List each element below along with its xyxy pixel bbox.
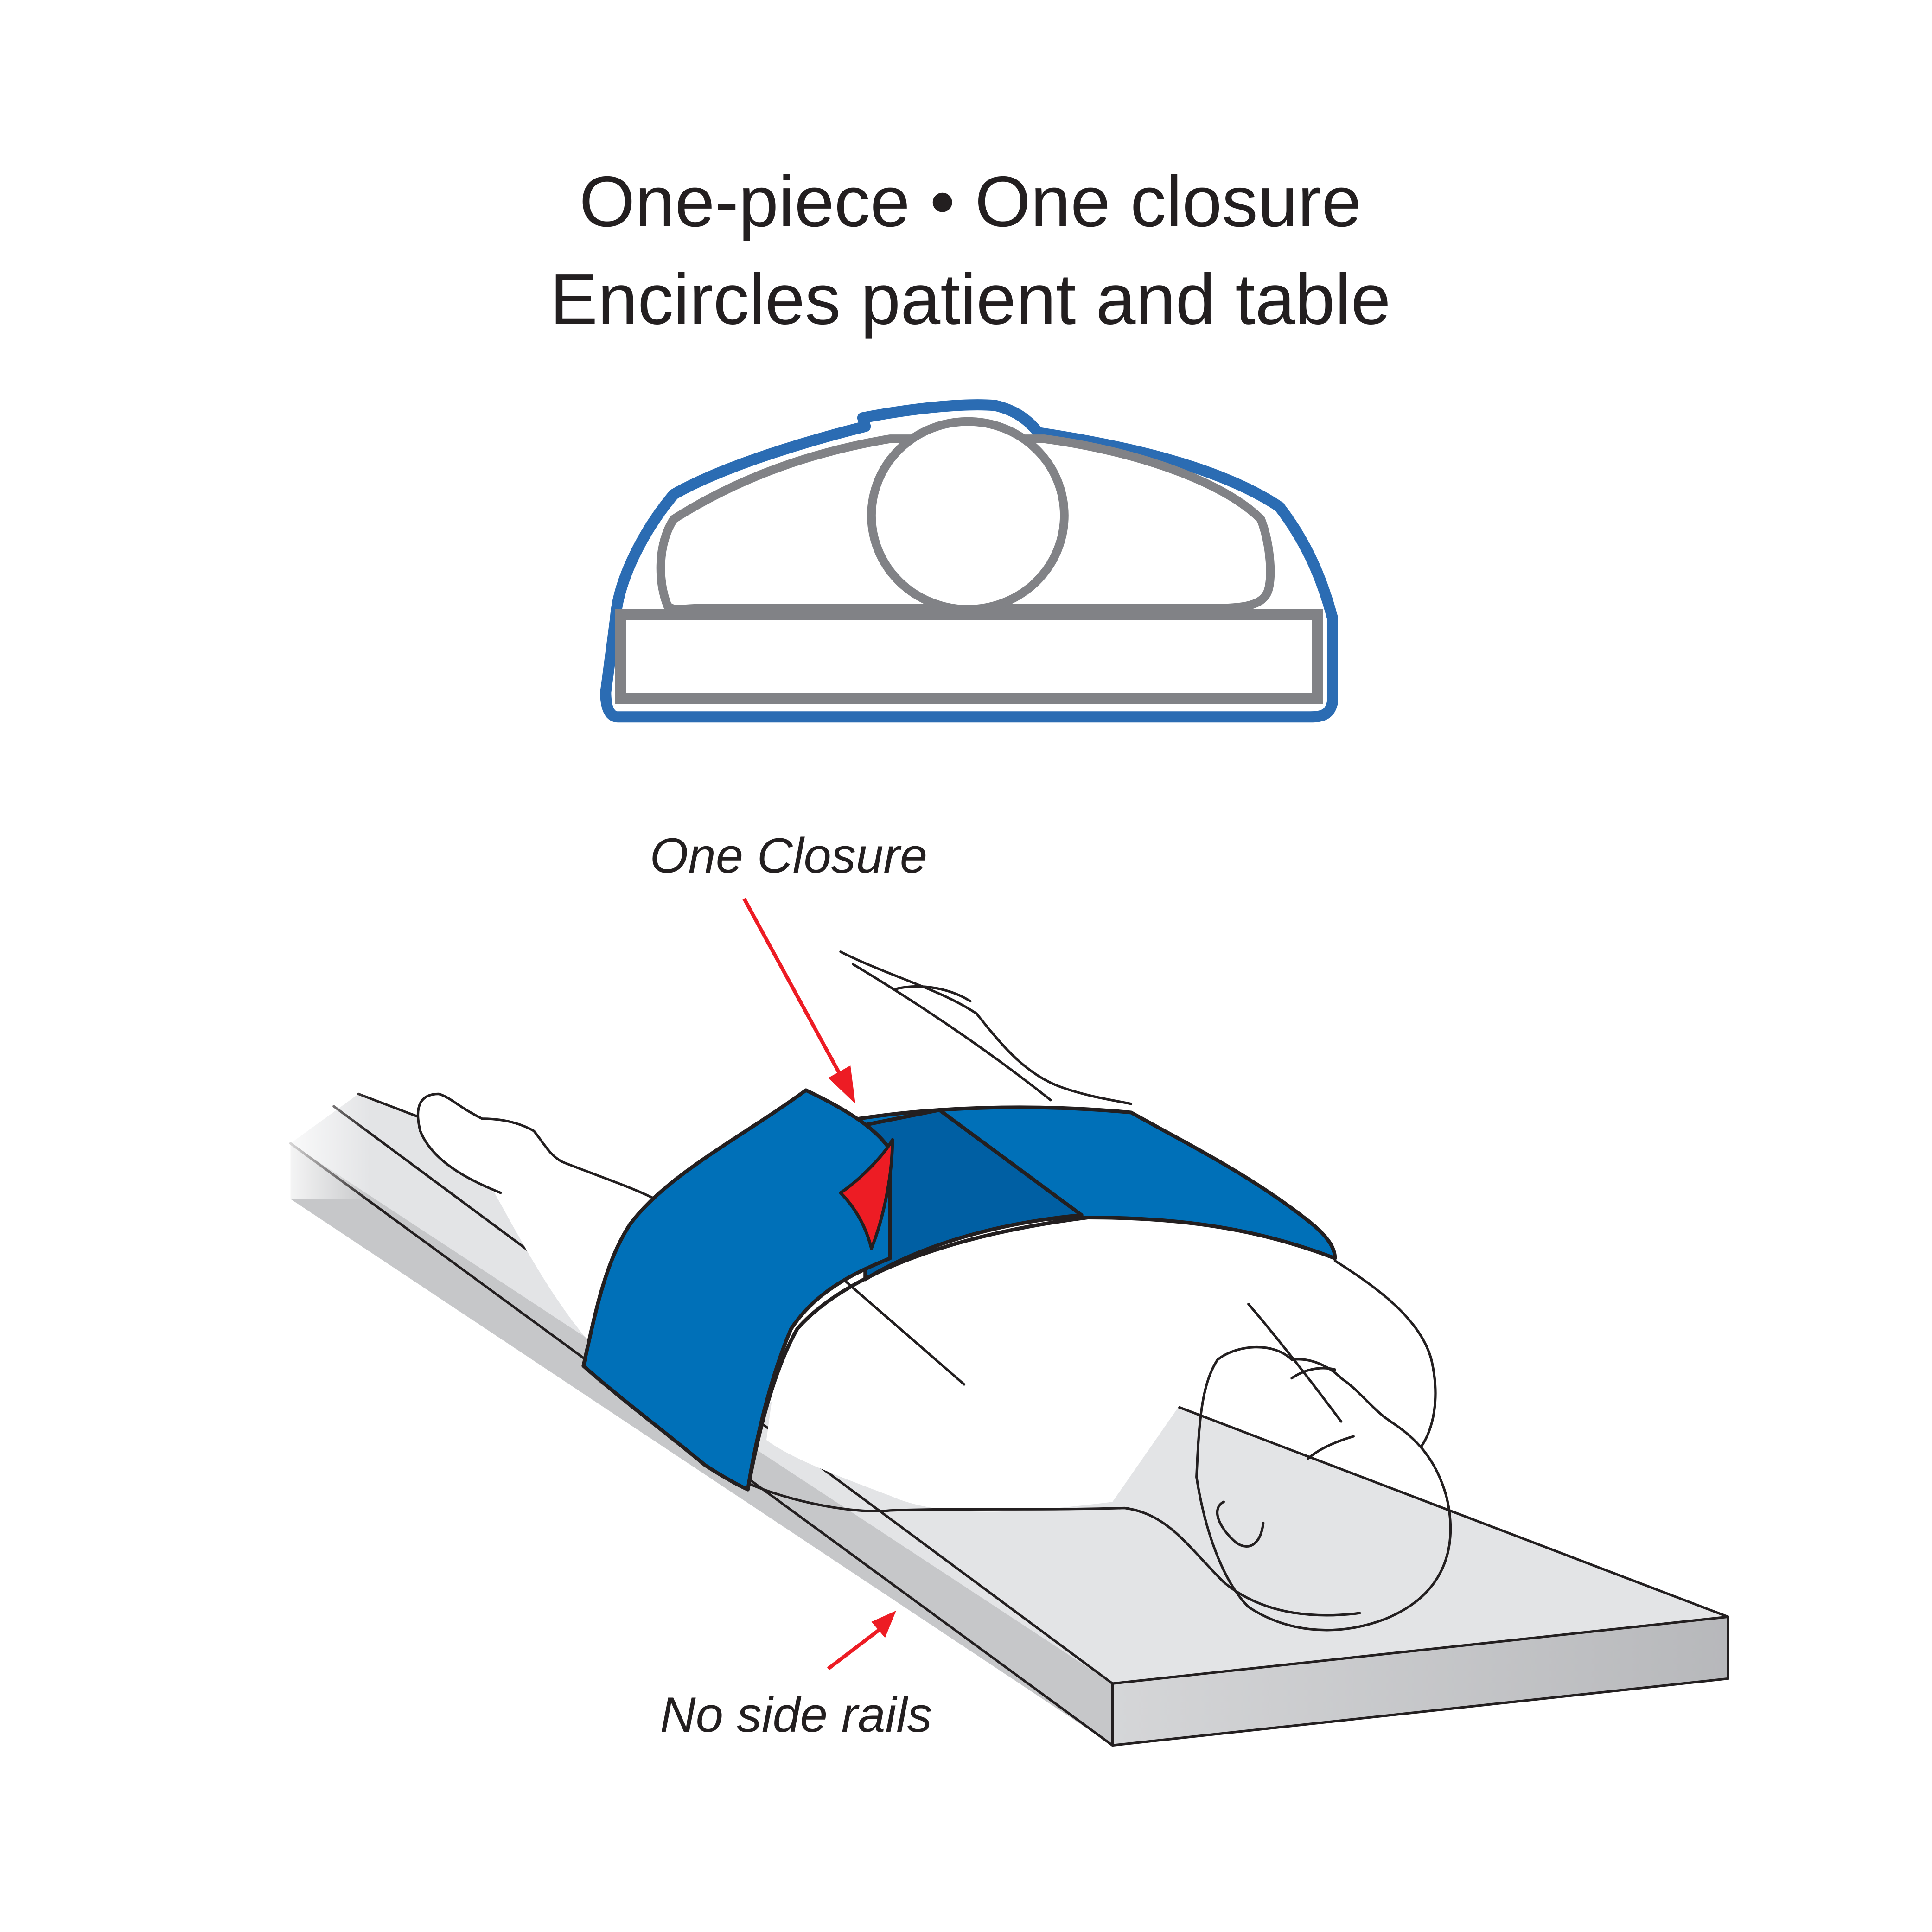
closure-callout: One Closure (650, 828, 928, 1104)
title-line-1: One-piece • One closure (579, 161, 1361, 242)
cross-section-body-icon (656, 434, 1275, 614)
closure-flap-icon (839, 1138, 894, 1250)
title-line-2: Encircles patient and table (550, 259, 1391, 339)
belt-near-band (581, 1088, 892, 1492)
patient-foot-lower (419, 1129, 502, 1194)
patient-torso-icon (766, 1213, 1431, 1512)
rails-callout: No side rails (660, 1610, 932, 1742)
rails-arrow-line (827, 1627, 881, 1671)
rails-label: No side rails (660, 1687, 932, 1742)
patient-back-outline (746, 1482, 1361, 1617)
title-block: One-piece • One closure Encircles patien… (550, 161, 1391, 339)
cross-section-diagram (600, 399, 1338, 723)
table-end-face (1112, 1617, 1728, 1746)
table-outline (289, 1105, 1729, 1747)
closure-label: One Closure (650, 828, 928, 883)
patient-eye-icon (1306, 1435, 1355, 1460)
restraint-belt (581, 1088, 1337, 1492)
closure-arrow-line (742, 898, 842, 1077)
table-fade (272, 1075, 371, 1199)
patient-ear-icon (1216, 1500, 1265, 1548)
patient-arm-upper (839, 950, 1133, 1105)
patient-brow-icon (1290, 1367, 1336, 1380)
patient-chest-line (1247, 1302, 1343, 1423)
cross-section-table-icon (615, 609, 1323, 704)
rails-arrowhead-icon (871, 1610, 896, 1638)
closure-arrowhead-icon (828, 1065, 855, 1104)
cross-section-wrap-icon (600, 399, 1338, 723)
belt-underside-edge (746, 1216, 1090, 1492)
patient-head-icon (1195, 1345, 1452, 1632)
patient-foot-outline (416, 1092, 657, 1200)
patient-shoulder-outline (1333, 1259, 1437, 1447)
cross-section-head-icon (867, 417, 1069, 614)
patient-hand (895, 985, 972, 1003)
patient-arm-line (851, 963, 1052, 1102)
